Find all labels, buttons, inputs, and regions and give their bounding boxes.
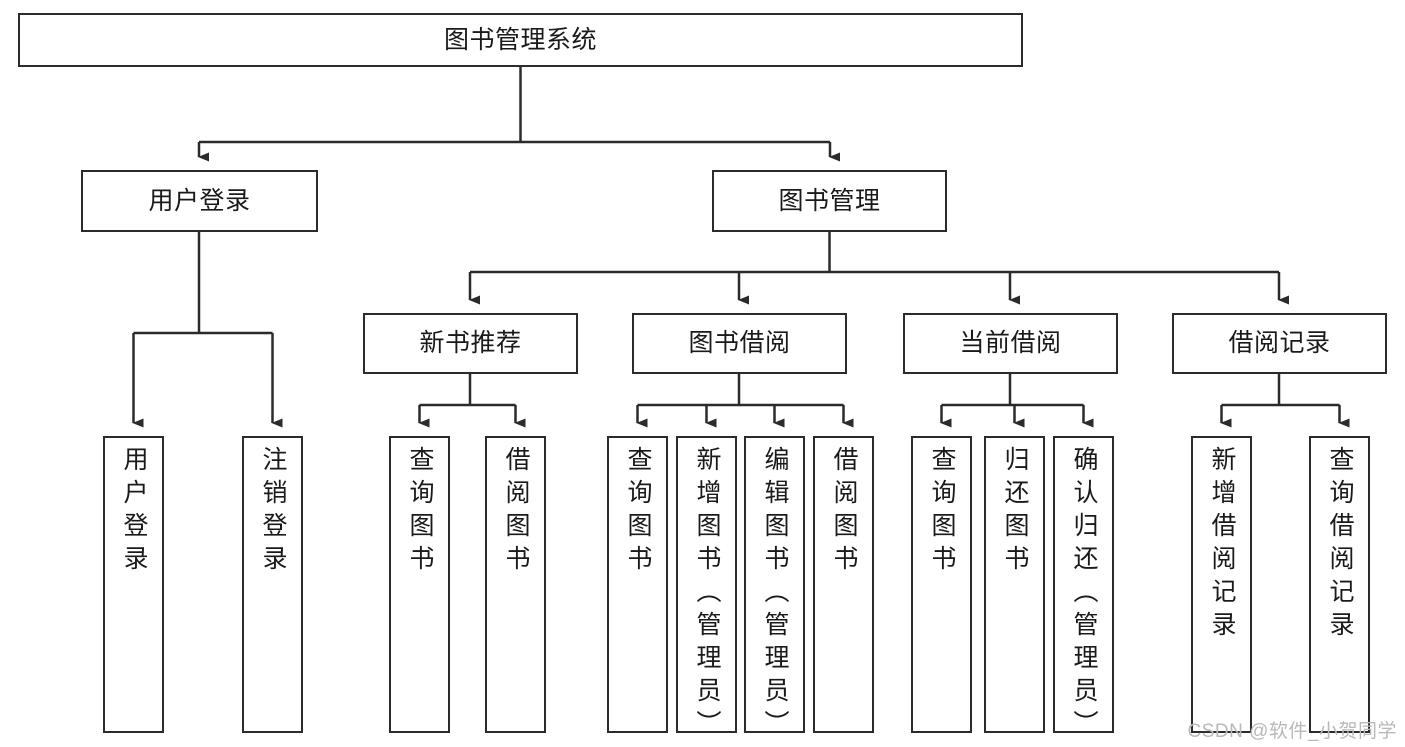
node-borrow-record-label: 借阅记录 — [1228, 329, 1331, 357]
node-leaf-logout[interactable]: 注销登录 — [242, 436, 303, 733]
node-root[interactable]: 图书管理系统 — [18, 13, 1023, 67]
node-book-borrow-label: 图书借阅 — [688, 329, 791, 357]
node-book-borrow[interactable]: 图书借阅 — [632, 313, 847, 374]
node-leaf-borrow-book-1[interactable]: 借阅图书 — [485, 436, 546, 733]
node-leaf-query-book-2[interactable]: 查询图书 — [607, 436, 668, 733]
node-user-login-label: 用户登录 — [148, 186, 251, 215]
node-leaf-borrow-book-1-label: 借阅图书 — [502, 446, 530, 578]
node-leaf-add-record[interactable]: 新增借阅记录 — [1191, 436, 1252, 733]
node-leaf-query-book-1[interactable]: 查询图书 — [389, 436, 450, 733]
node-leaf-logout-label: 注销登录 — [259, 446, 287, 578]
node-current-borrow[interactable]: 当前借阅 — [903, 313, 1118, 374]
node-user-login[interactable]: 用户登录 — [81, 170, 318, 232]
node-leaf-query-book-1-label: 查询图书 — [406, 446, 434, 578]
node-leaf-borrow-book-2-label: 借阅图书 — [830, 446, 858, 578]
node-new-book-rec[interactable]: 新书推荐 — [363, 313, 578, 374]
node-book-manage-label: 图书管理 — [778, 186, 881, 215]
node-leaf-borrow-book-2[interactable]: 借阅图书 — [813, 436, 874, 733]
node-leaf-edit-book[interactable]: 编辑图书（管理员） — [744, 436, 805, 743]
node-leaf-user-login[interactable]: 用户登录 — [103, 436, 164, 733]
node-current-borrow-label: 当前借阅 — [959, 329, 1062, 357]
node-borrow-record[interactable]: 借阅记录 — [1172, 313, 1387, 374]
node-leaf-add-record-label: 新增借阅记录 — [1208, 446, 1236, 644]
node-leaf-query-book-2-label: 查询图书 — [624, 446, 652, 578]
node-leaf-user-login-label: 用户登录 — [120, 446, 148, 578]
node-leaf-add-book-label: 新增图书（管理员） — [693, 446, 721, 743]
node-leaf-query-record-label: 查询借阅记录 — [1326, 446, 1354, 644]
node-book-manage[interactable]: 图书管理 — [712, 170, 947, 232]
node-leaf-confirm-return[interactable]: 确认归还（管理员） — [1053, 436, 1114, 743]
node-leaf-query-book-3[interactable]: 查询图书 — [911, 436, 972, 733]
node-leaf-query-record[interactable]: 查询借阅记录 — [1309, 436, 1370, 733]
node-leaf-return-book[interactable]: 归还图书 — [984, 436, 1045, 733]
node-root-label: 图书管理系统 — [443, 25, 597, 54]
node-leaf-return-book-label: 归还图书 — [1001, 446, 1029, 578]
node-leaf-add-book[interactable]: 新增图书（管理员） — [676, 436, 737, 743]
node-leaf-query-book-3-label: 查询图书 — [928, 446, 956, 578]
node-leaf-confirm-return-label: 确认归还（管理员） — [1070, 446, 1098, 743]
node-new-book-rec-label: 新书推荐 — [419, 329, 522, 357]
node-leaf-edit-book-label: 编辑图书（管理员） — [761, 446, 789, 743]
